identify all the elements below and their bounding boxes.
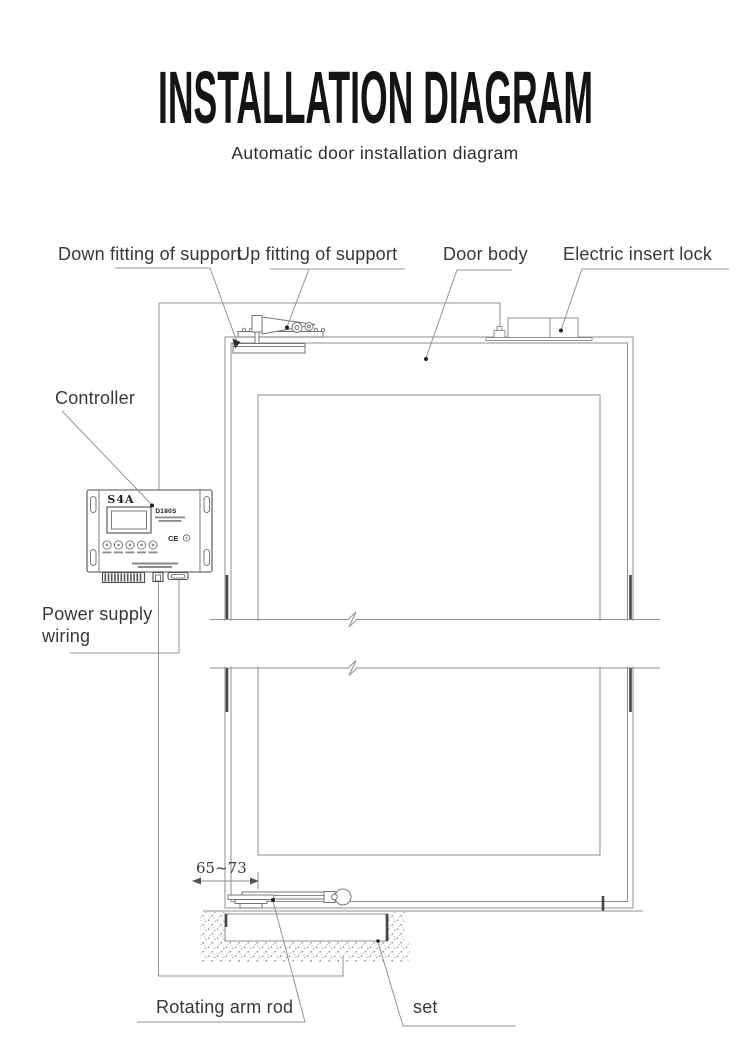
label-electric-lock: Electric insert lock — [563, 244, 713, 264]
terminal-block — [101, 571, 146, 584]
leader-set — [377, 941, 516, 1027]
concrete-hatch-right — [388, 912, 405, 943]
wiring — [70, 302, 501, 977]
leader-electric-lock — [560, 268, 729, 331]
leader-dot-icon — [271, 898, 275, 902]
control-buttons — [102, 540, 158, 554]
signal-connector-inner — [170, 574, 186, 579]
ce-mark: CE — [168, 534, 178, 543]
label-up-fitting: Up fitting of support — [237, 244, 397, 264]
certification-icon-dot — [185, 537, 188, 539]
leader-up-fitting — [270, 268, 405, 328]
leader-dot-icon — [376, 939, 380, 943]
arm-pivot-center — [294, 325, 300, 330]
dimension-value: 65~73 — [196, 859, 247, 877]
microtext-line — [155, 516, 185, 519]
break-line-lower — [210, 660, 660, 676]
frame-emphasis-segments — [225, 575, 632, 911]
fitting-baseplate — [237, 331, 324, 338]
spindle-disc — [234, 899, 268, 904]
break-line-upper — [210, 611, 660, 628]
button-icon — [125, 540, 135, 550]
leader-controller — [61, 410, 153, 506]
floor-spring-assembly — [227, 888, 352, 909]
mounting-slot — [203, 549, 210, 566]
lock-connector-cap — [496, 326, 503, 331]
microtext-line — [158, 520, 182, 522]
concrete-hatch — [200, 912, 410, 962]
button-icon — [148, 540, 158, 550]
dimension-arrow-right — [250, 877, 259, 885]
leader-dot-icon — [285, 325, 289, 330]
screw-icon — [241, 327, 247, 333]
lock-connector — [493, 330, 506, 338]
arm-pivot-center — [307, 324, 311, 329]
microtext-line — [132, 562, 178, 565]
power-wire-right — [70, 579, 180, 654]
lcd-screen-inner — [111, 510, 147, 530]
arm-ball-joint — [331, 893, 338, 901]
dimension-arrow-left — [192, 877, 201, 885]
leader-dot-icon — [150, 503, 154, 508]
leader-dot-icon — [559, 328, 563, 333]
header: INSTALLATION DIAGRAM Automatic door inst… — [158, 56, 593, 163]
page-subtitle: Automatic door installation diagram — [231, 143, 518, 163]
button-icon — [136, 540, 146, 550]
lock-wire — [158, 302, 501, 490]
lock-body — [507, 317, 579, 338]
spindle-base — [239, 903, 263, 909]
label-power-supply-line2: wiring — [41, 626, 90, 646]
label-rotating-arm: Rotating arm rod — [156, 997, 293, 1017]
down-fitting-bracket — [232, 343, 306, 354]
button-icon — [102, 540, 112, 550]
callout-labels: Down fitting of support Up fitting of su… — [41, 244, 729, 1027]
concrete-hatch-bottom — [200, 941, 410, 962]
dimension-annotation: 65~73 — [192, 859, 259, 889]
leader-rotating-arm — [137, 900, 306, 1023]
leader-arrowhead-icon — [232, 338, 241, 349]
label-power-supply-line1: Power supply — [42, 604, 152, 624]
certification-icon — [182, 534, 191, 542]
button-icon — [114, 540, 124, 550]
controller-device: S4A D180S CE — [86, 489, 213, 584]
label-set: set — [413, 997, 438, 1017]
concrete-hatch-left — [200, 912, 225, 943]
power-connector — [152, 571, 164, 583]
label-controller: Controller — [55, 388, 135, 408]
label-door-body: Door body — [443, 244, 528, 264]
label-down-fitting: Down fitting of support — [58, 244, 242, 264]
fitting-post — [251, 315, 263, 333]
mounting-slot — [203, 496, 210, 513]
screw-icon — [320, 327, 326, 333]
leader-down-fitting — [115, 267, 238, 343]
page-title: INSTALLATION DIAGRAM — [158, 56, 593, 139]
leader-door-body — [425, 269, 512, 359]
floor-assembly — [203, 888, 643, 942]
power-wire-left — [158, 581, 344, 977]
door-body — [205, 336, 663, 911]
bracket-body — [232, 343, 306, 354]
microtext-line — [138, 566, 172, 568]
spindle-plate — [227, 894, 275, 900]
break-gap — [205, 620, 663, 667]
mounting-slot — [90, 496, 97, 513]
leader-dot-icon — [424, 357, 428, 361]
mounting-slot — [90, 549, 97, 566]
power-connector-inner — [155, 574, 161, 582]
electric-lock — [485, 317, 593, 341]
fitting-arm-wedge — [261, 316, 316, 335]
controller-brand: S4A — [107, 493, 134, 506]
screw-icon — [313, 327, 319, 333]
controller-model: D180S — [155, 508, 177, 515]
up-fitting-assembly — [237, 315, 326, 350]
floor-box — [224, 913, 389, 942]
